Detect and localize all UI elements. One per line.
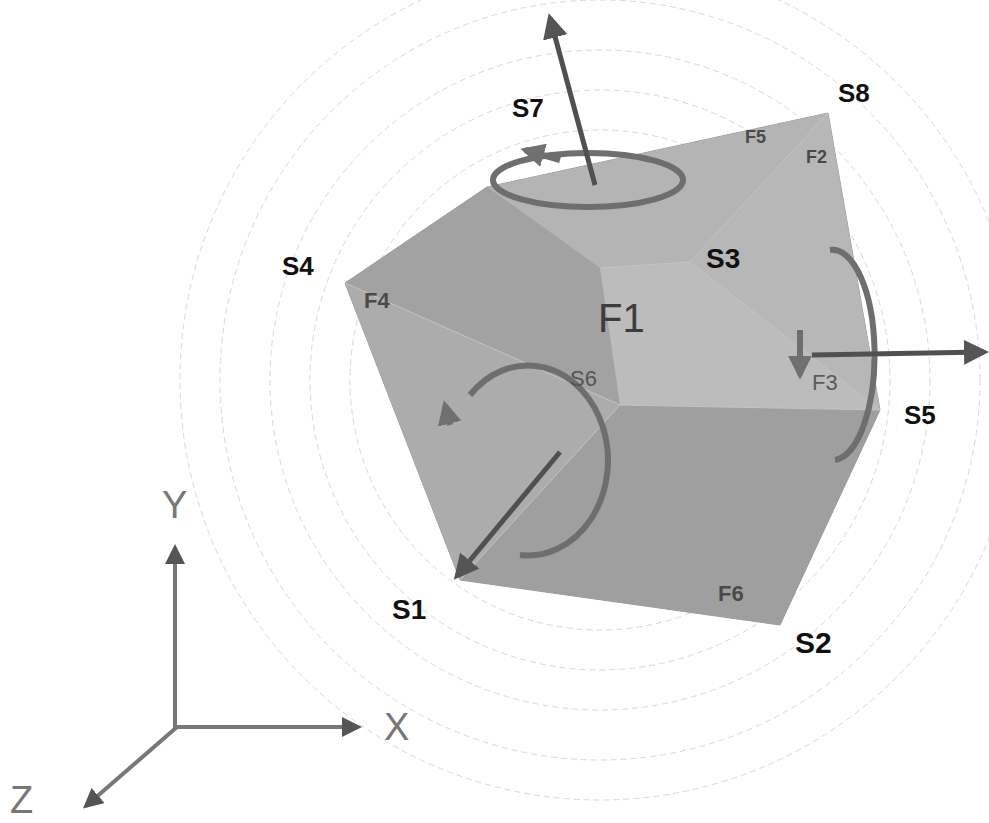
face-label: F5 [745, 128, 766, 146]
face-label: F3 [812, 372, 838, 394]
vertex-label: S3 [706, 245, 740, 273]
axis-label: X [384, 708, 409, 746]
vertex-label: S2 [795, 628, 832, 658]
vertex-label: S4 [282, 253, 314, 279]
face-label: F4 [364, 290, 390, 312]
face-label: F6 [718, 583, 744, 605]
vertex-label: S8 [838, 80, 870, 106]
vertex-label: S1 [392, 596, 426, 624]
face-label: F2 [806, 148, 827, 166]
vertex-label: S6 [570, 368, 597, 390]
face-label: F1 [598, 298, 645, 338]
axis-label: Y [162, 486, 187, 524]
vertex-label: S7 [512, 95, 544, 121]
vertex-label: S5 [904, 402, 936, 428]
axis-label: Z [10, 781, 33, 819]
